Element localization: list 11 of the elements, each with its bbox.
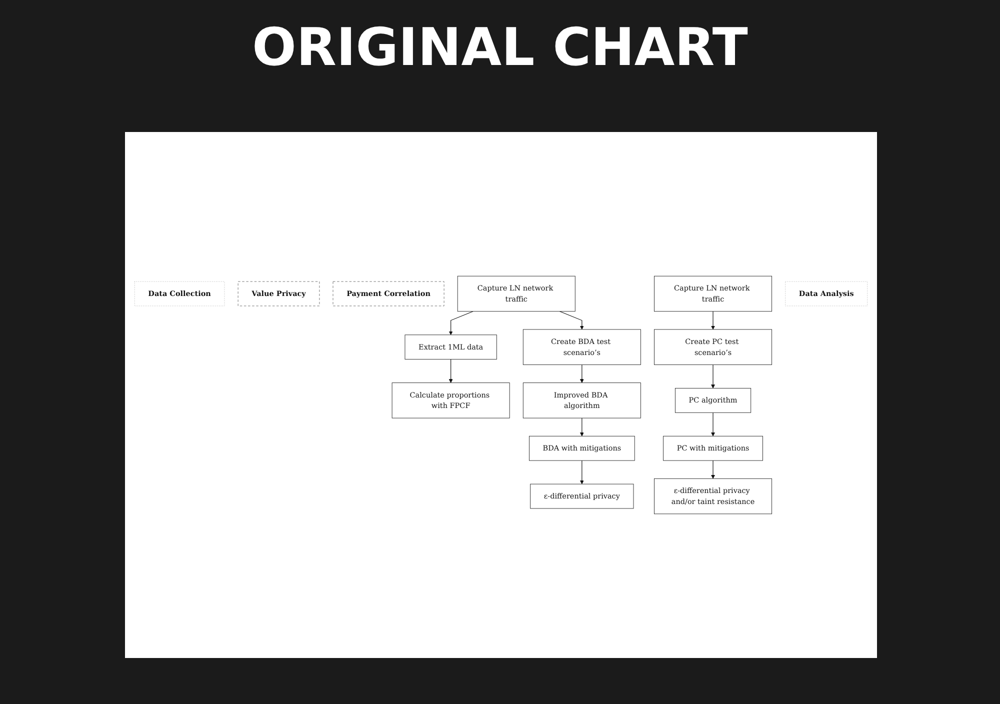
arrow [711,364,716,388]
arrow [559,311,584,330]
arrow [580,364,584,383]
arrow [711,412,716,436]
arrow [711,311,716,330]
arrow [580,418,584,436]
arrow [448,311,474,336]
arrow [711,460,716,479]
chart-title: ORIGINAL CHART [251,18,749,78]
arrow [580,460,584,484]
arrow [448,359,453,383]
